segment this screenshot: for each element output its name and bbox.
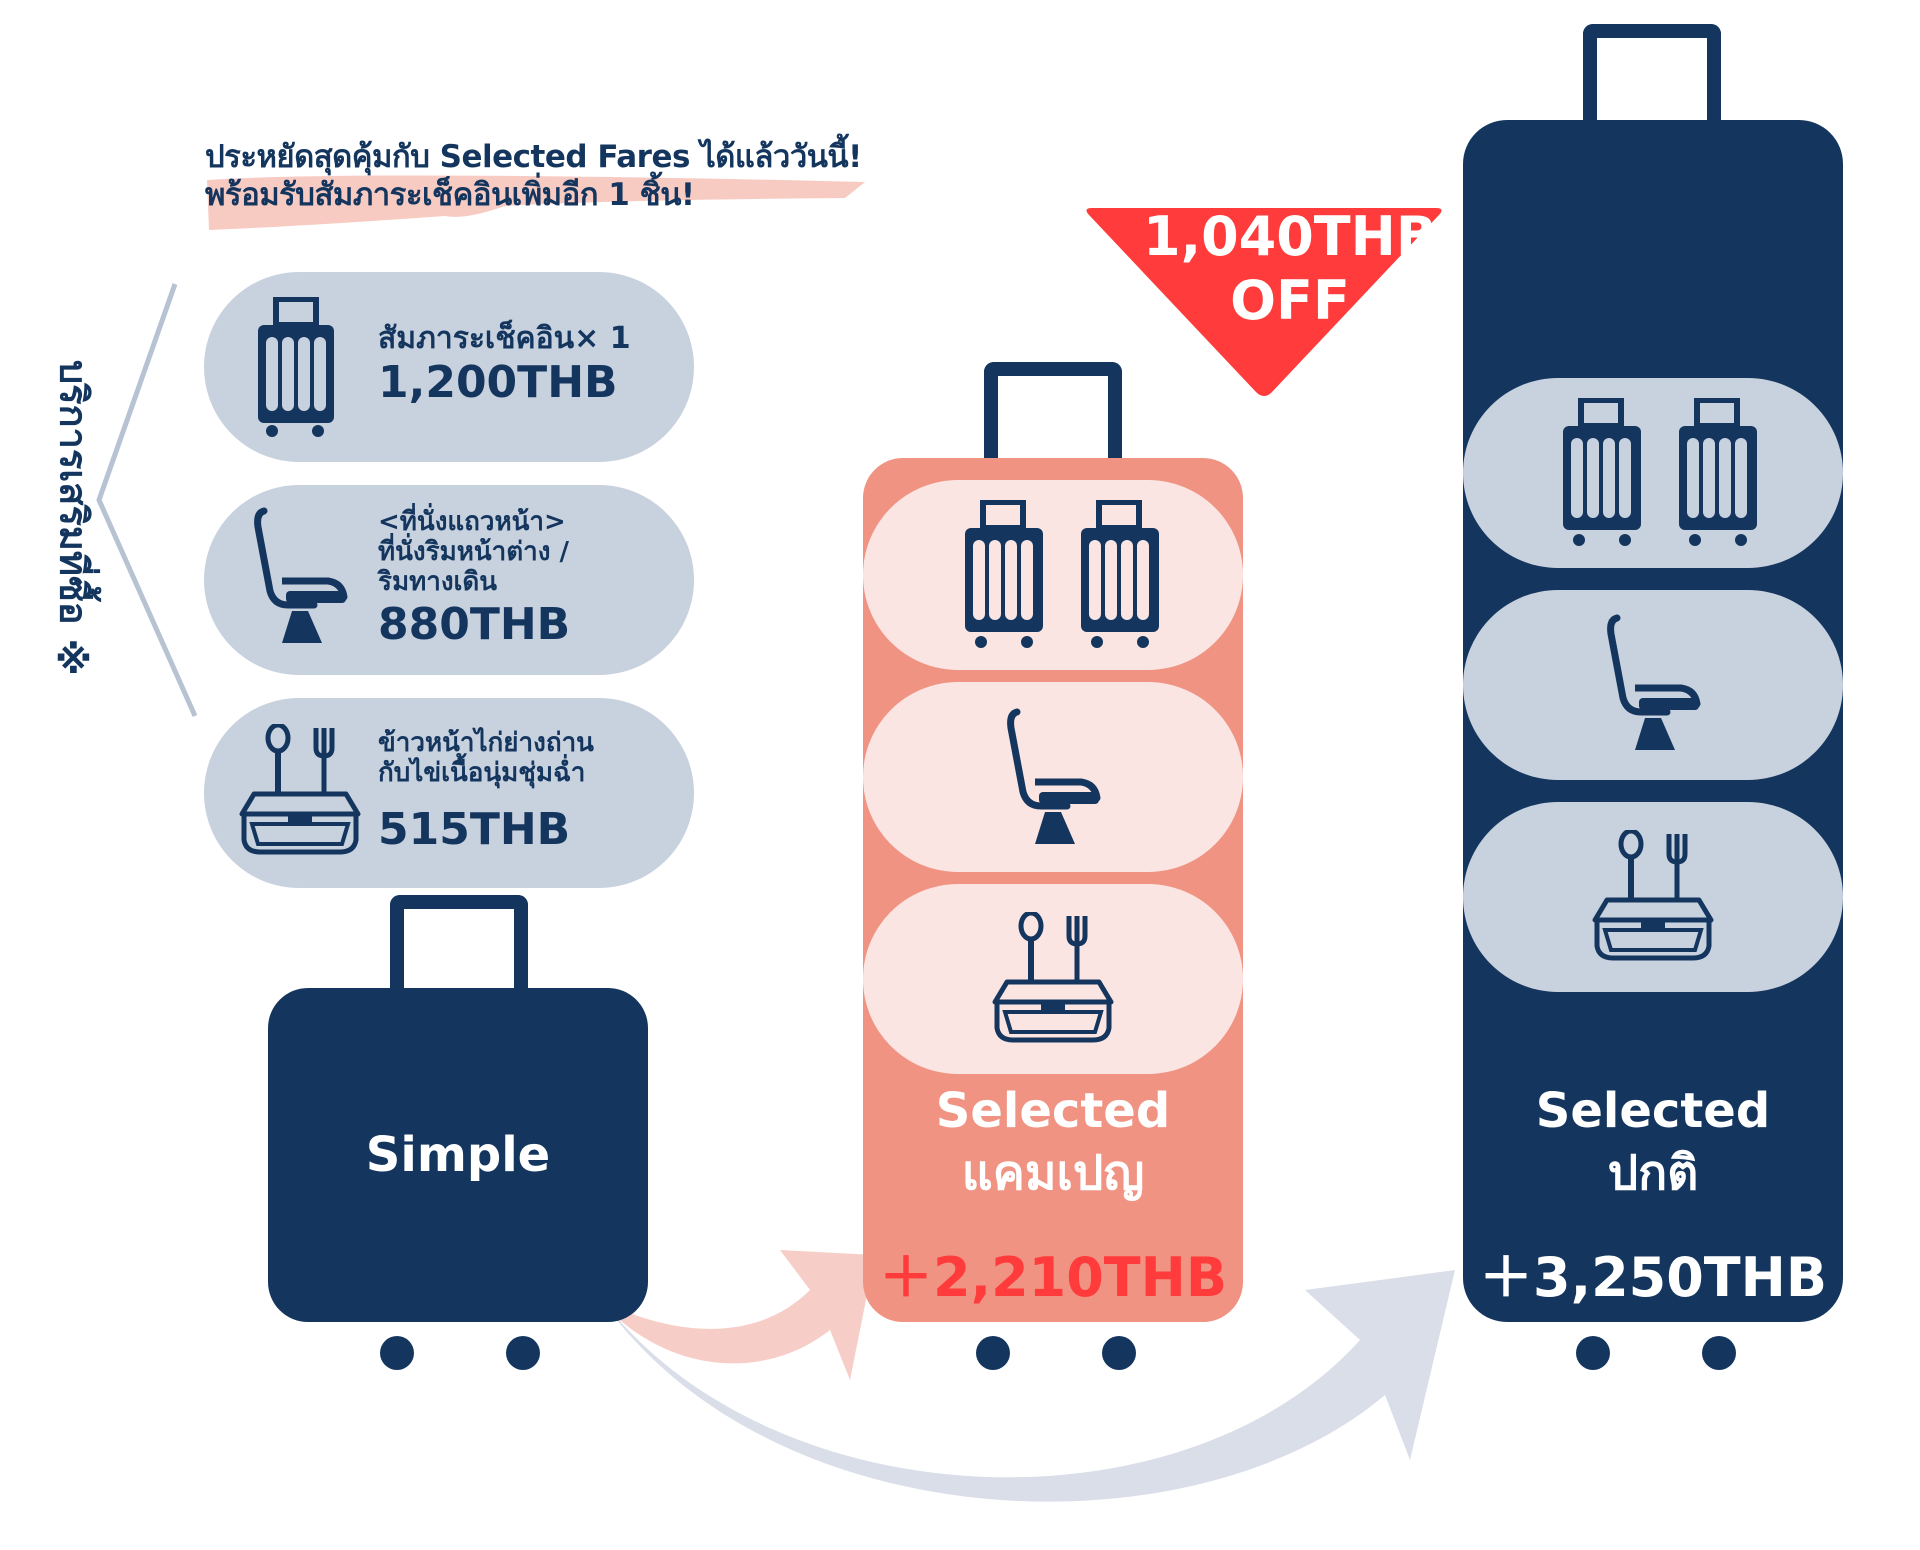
- service-pill-seat: <ที่นั่งแถวหน้า> ที่นั่งริมหน้าต่าง / ริ…: [204, 485, 694, 675]
- regular-price: ＋3,250THB: [1479, 1246, 1827, 1309]
- service-price: 880THB: [378, 599, 571, 650]
- seat-icon: [254, 507, 348, 643]
- headline-highlight: [207, 175, 865, 230]
- simple-wheel-left: [380, 1336, 414, 1370]
- campaign-luggage-pill: [863, 480, 1243, 670]
- regular-luggage-pill: [1463, 378, 1843, 568]
- double-luggage-icon: [965, 500, 1159, 648]
- regular-meal-pill: [1463, 802, 1843, 992]
- regular-handle: [1583, 24, 1721, 122]
- service-label-line-3: ริมทางเดิน: [378, 567, 498, 597]
- side-bracket: [96, 283, 198, 718]
- campaign-handle: [984, 362, 1122, 460]
- regular-title-line-1: Selected: [1535, 1083, 1771, 1139]
- headline-line-2: พร้อมรับสัมภาระเช็คอินเพิ่มอีก 1 ชิ้น!: [205, 177, 695, 213]
- regular-suitcase: Selected ปกติ ＋3,250THB: [1463, 120, 1843, 1322]
- campaign-suitcase: Selected แคมเปญ ＋2,210THB: [863, 458, 1243, 1322]
- service-label: สัมภาระเช็คอิน× 1: [378, 321, 631, 356]
- simple-title: Simple: [365, 1127, 551, 1183]
- service-label-line-1: <ที่นั่งแถวหน้า>: [378, 507, 566, 537]
- campaign-price: ＋2,210THB: [879, 1246, 1227, 1309]
- arrow-simple-to-regular: [595, 1270, 1455, 1502]
- regular-wheel-right: [1702, 1336, 1736, 1370]
- discount-amount: 1,040THB: [1143, 205, 1437, 268]
- regular-title-line-2: ปกติ: [1607, 1145, 1699, 1201]
- campaign-wheel-right: [1102, 1336, 1136, 1370]
- headline: ประหยัดสุดคุ้มกับ Selected Fares ได้แล้ว…: [205, 138, 925, 214]
- seat-icon: [1607, 614, 1701, 750]
- regular-wheel-left: [1576, 1336, 1610, 1370]
- discount-text: 1,040THB OFF: [1070, 205, 1510, 333]
- service-price: 1,200THB: [378, 357, 618, 408]
- service-label-line-2: ที่นั่งริมหน้าต่าง /: [378, 537, 569, 567]
- side-label: บริการเสริมที่ซื้อ ※: [51, 360, 96, 682]
- double-luggage-icon: [1563, 398, 1757, 546]
- service-label-line-2: กับไข่เนื้อนุ่มชุ่มฉ่ำ: [378, 758, 586, 788]
- simple-suitcase: Simple: [268, 988, 648, 1322]
- arrow-simple-to-campaign: [600, 1250, 875, 1380]
- meal-box-icon: [992, 912, 1114, 1043]
- meal-box-icon: [1592, 830, 1714, 961]
- service-label-line-1: ข้าวหน้าไก่ย่างถ่าน: [378, 728, 594, 758]
- simple-wheel-right: [506, 1336, 540, 1370]
- luggage-icon: [258, 297, 334, 437]
- regular-seat-pill: [1463, 590, 1843, 780]
- meal-box-icon: [239, 724, 361, 855]
- simple-handle: [390, 895, 528, 990]
- seat-icon: [1007, 708, 1101, 844]
- campaign-meal-pill: [863, 884, 1243, 1074]
- headline-line-1: ประหยัดสุดคุ้มกับ Selected Fares ได้แล้ว…: [205, 139, 862, 175]
- campaign-seat-pill: [863, 682, 1243, 872]
- discount-off: OFF: [1230, 269, 1350, 332]
- discount-badge: [1086, 208, 1442, 396]
- campaign-wheel-left: [976, 1336, 1010, 1370]
- service-pill-luggage: สัมภาระเช็คอิน× 1 1,200THB: [204, 272, 694, 462]
- campaign-title-line-2: แคมเปญ: [961, 1145, 1145, 1201]
- campaign-title-line-1: Selected: [935, 1083, 1171, 1139]
- service-pill-meal: ข้าวหน้าไก่ย่างถ่าน กับไข่เนื้อนุ่มชุ่มฉ…: [204, 698, 694, 888]
- service-price: 515THB: [378, 804, 571, 855]
